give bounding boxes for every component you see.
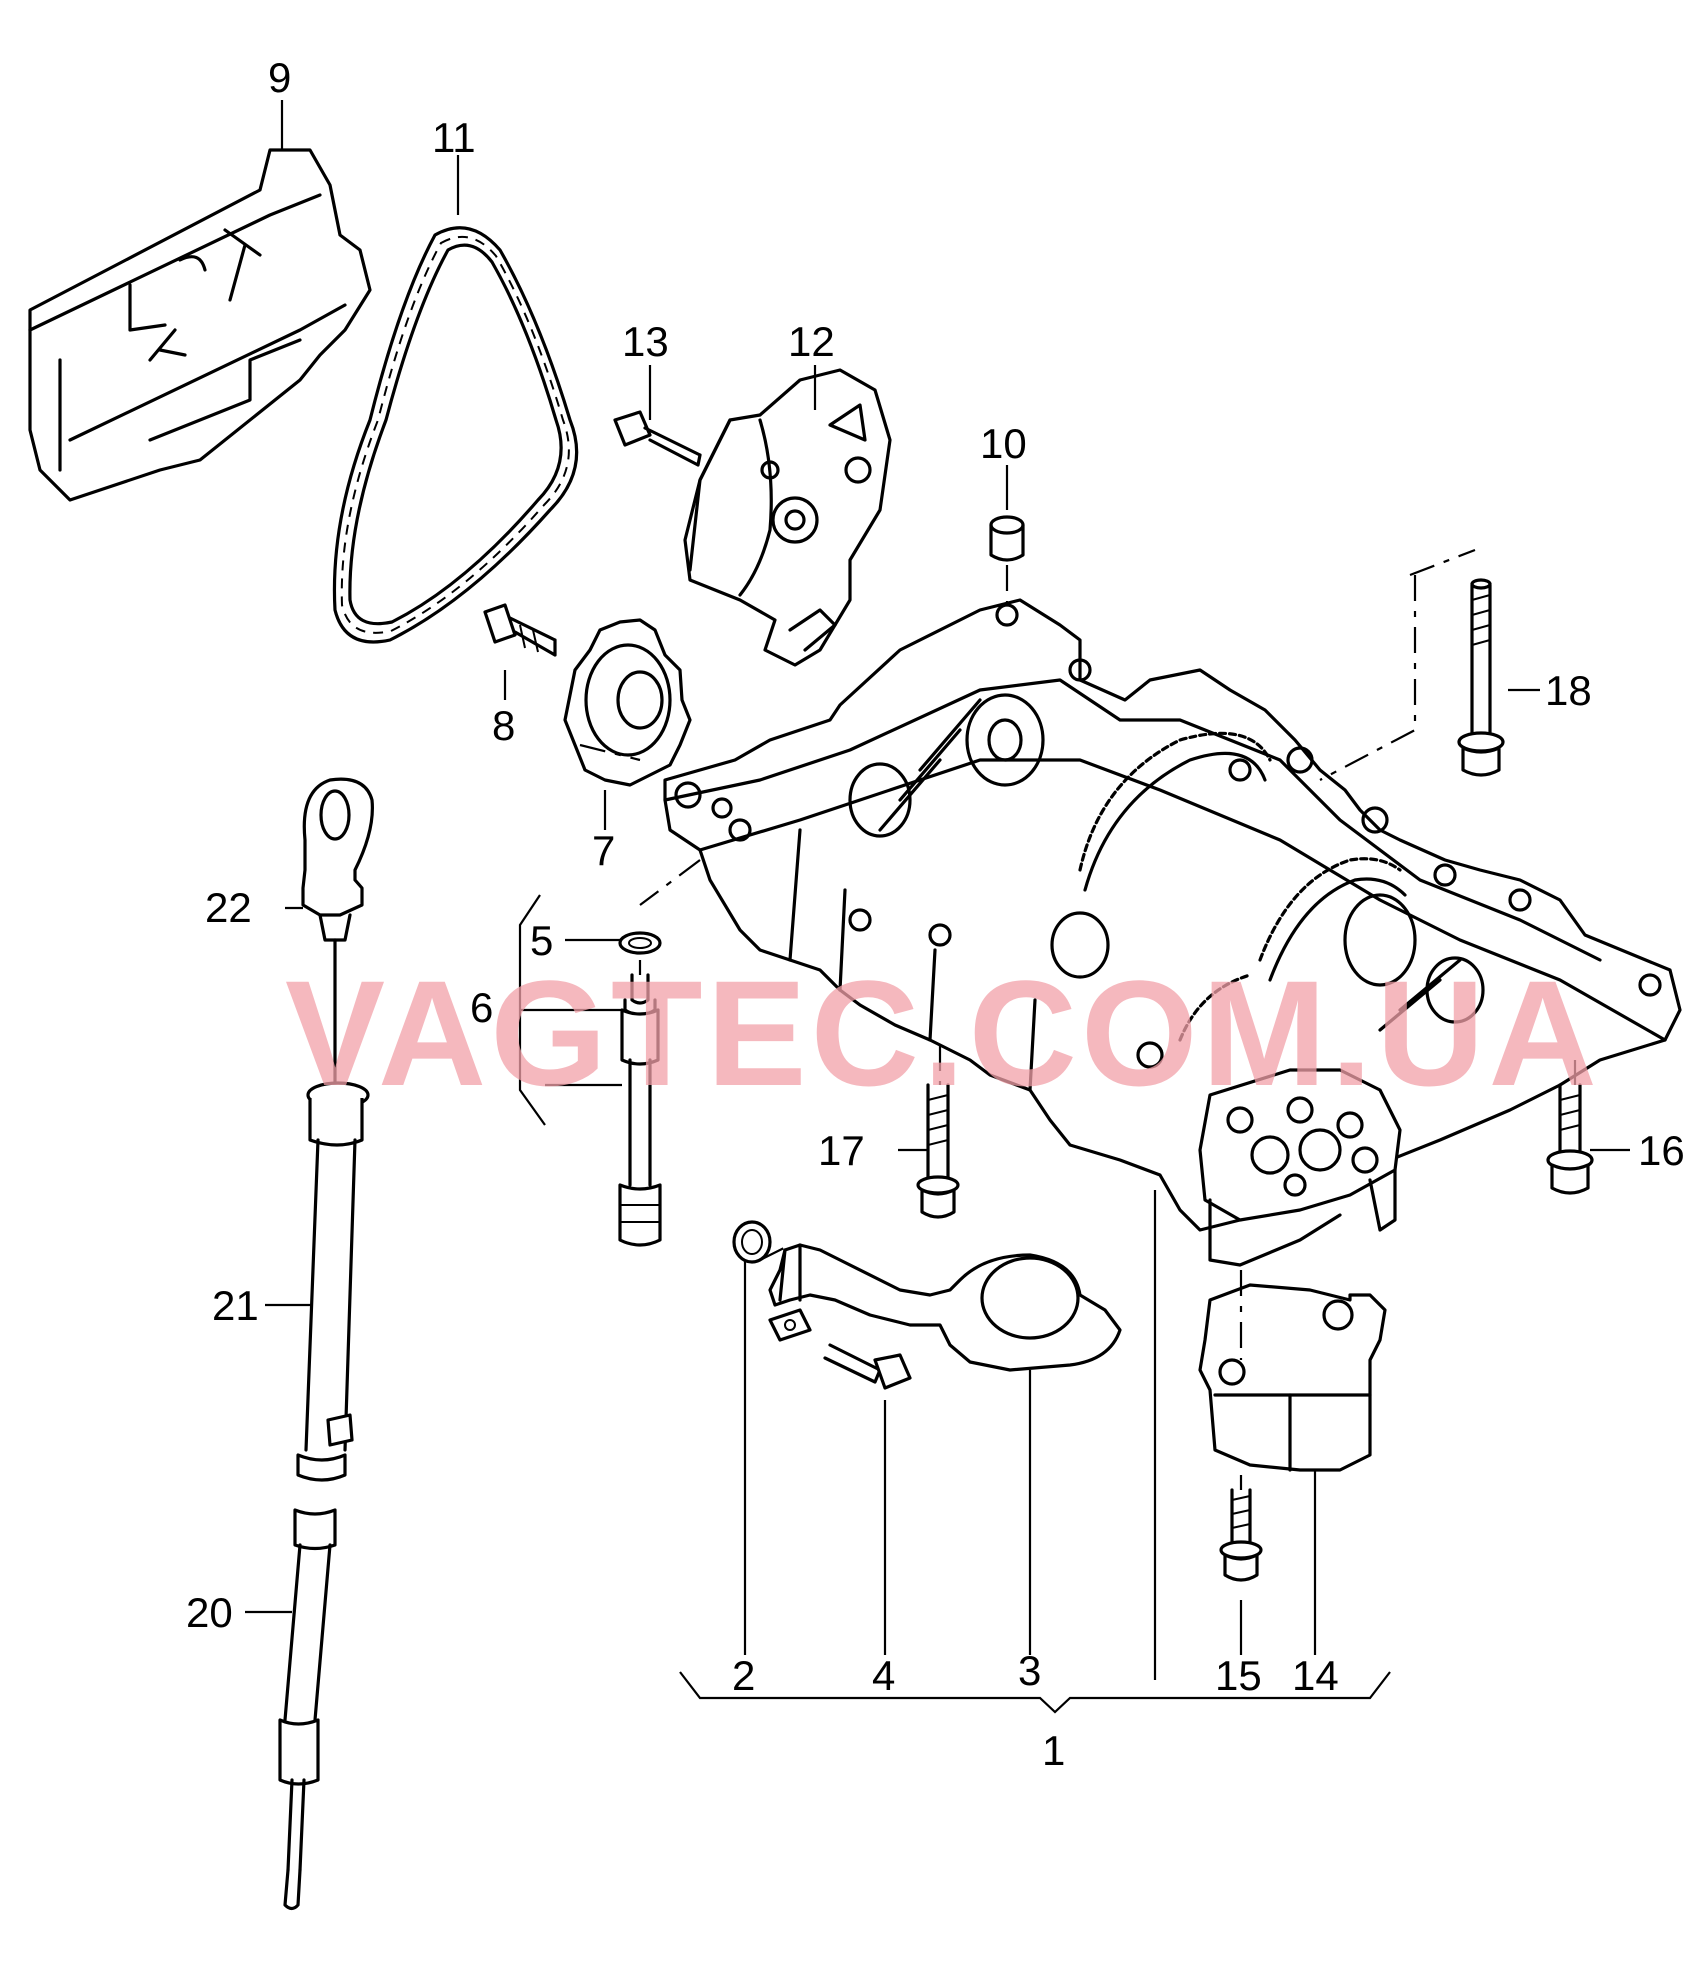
callout-20: 20 — [186, 1589, 233, 1636]
part-16-bolt — [1546, 1083, 1594, 1195]
callout-4: 4 — [872, 1652, 895, 1699]
part-10-dowel-sleeve — [989, 515, 1025, 562]
part-9-chain-cover — [28, 148, 372, 502]
alignment-lines — [579, 548, 1577, 1490]
callout-21: 21 — [212, 1282, 259, 1329]
part-3-oil-strainer — [768, 1243, 1122, 1372]
callout-16: 16 — [1638, 1127, 1685, 1174]
callout-9: 9 — [268, 54, 291, 101]
callout-6: 6 — [470, 984, 493, 1031]
part-15-bolt — [1219, 1488, 1263, 1582]
callout-11: 11 — [432, 114, 476, 161]
callout-10: 10 — [980, 420, 1027, 467]
part-7-sprocket — [563, 618, 692, 787]
part-18-long-bolt — [1457, 578, 1505, 777]
part-13-bolt — [613, 410, 702, 467]
callout-14: 14 — [1292, 1652, 1339, 1699]
part-1-balance-shaft-housing — [663, 598, 1682, 1267]
callout-17: 17 — [818, 1127, 865, 1174]
leader-lines — [245, 100, 1630, 1714]
part-17-bolt — [916, 1083, 960, 1219]
callout-3: 3 — [1018, 1647, 1041, 1694]
part-22-dipstick-handle — [301, 777, 374, 1087]
part-6-pipe-bushing — [618, 973, 662, 1247]
part-5-o-ring — [618, 931, 662, 955]
callout-5: 5 — [530, 917, 553, 964]
callout-1: 1 — [1042, 1727, 1065, 1774]
callout-13: 13 — [622, 318, 669, 365]
part-20-lower-tube — [278, 1508, 337, 1911]
part-12-chain-tensioner — [683, 368, 892, 667]
watermark-text: VAGTEC.COM.UA — [285, 949, 1601, 1117]
callout-7: 7 — [592, 827, 615, 874]
callout-15: 15 — [1215, 1652, 1262, 1699]
part-2-o-ring — [732, 1220, 772, 1264]
part-4-bolt — [823, 1343, 912, 1390]
part-11-timing-chain — [332, 226, 579, 644]
callout-labels: 9 11 13 12 10 18 8 7 22 5 6 17 16 21 20 … — [186, 54, 1685, 1774]
callout-12: 12 — [788, 318, 835, 365]
callout-22: 22 — [205, 884, 252, 931]
callout-8: 8 — [492, 702, 515, 749]
part-8-bolt — [483, 603, 557, 657]
callout-18: 18 — [1545, 667, 1592, 714]
part-14-oil-pump — [1198, 1283, 1387, 1472]
callout-2: 2 — [732, 1652, 755, 1699]
part-21-guide-tube — [296, 1081, 370, 1482]
